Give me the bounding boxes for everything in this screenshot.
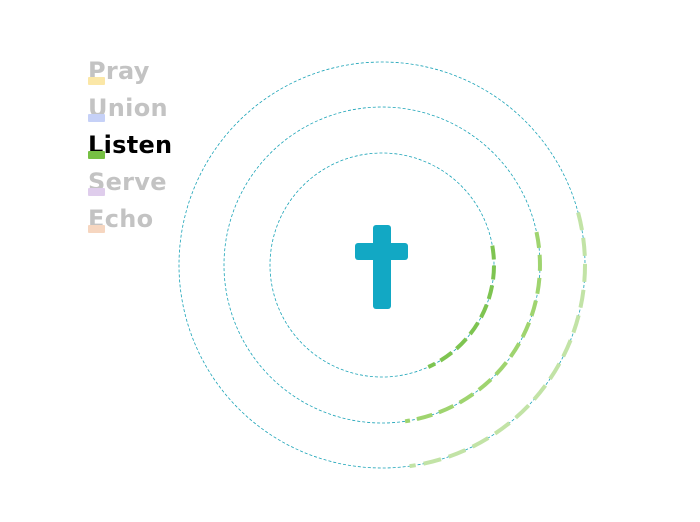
menu-item-union[interactable]: Union [88, 93, 172, 130]
cross-icon [355, 225, 408, 309]
menu-item-echo[interactable]: Echo [88, 204, 172, 241]
menu-swatch-listen [88, 151, 105, 159]
menu-swatch-serve [88, 188, 105, 196]
cross-horizontal-bar [355, 243, 408, 260]
middle-ring-arc [404, 231, 542, 424]
section-menu: Pray Union Listen Serve Echo [88, 56, 172, 241]
menu-item-pray[interactable]: Pray [88, 56, 172, 93]
menu-item-serve[interactable]: Serve [88, 167, 172, 204]
menu-item-listen[interactable]: Listen [88, 130, 172, 167]
outer-ring-arc [409, 211, 587, 469]
menu-swatch-pray [88, 77, 105, 85]
cross-vertical-bar [373, 225, 391, 309]
inner-ring [269, 152, 495, 378]
menu-swatch-echo [88, 225, 105, 233]
menu-swatch-union [88, 114, 105, 122]
inner-ring-arc [427, 245, 496, 369]
